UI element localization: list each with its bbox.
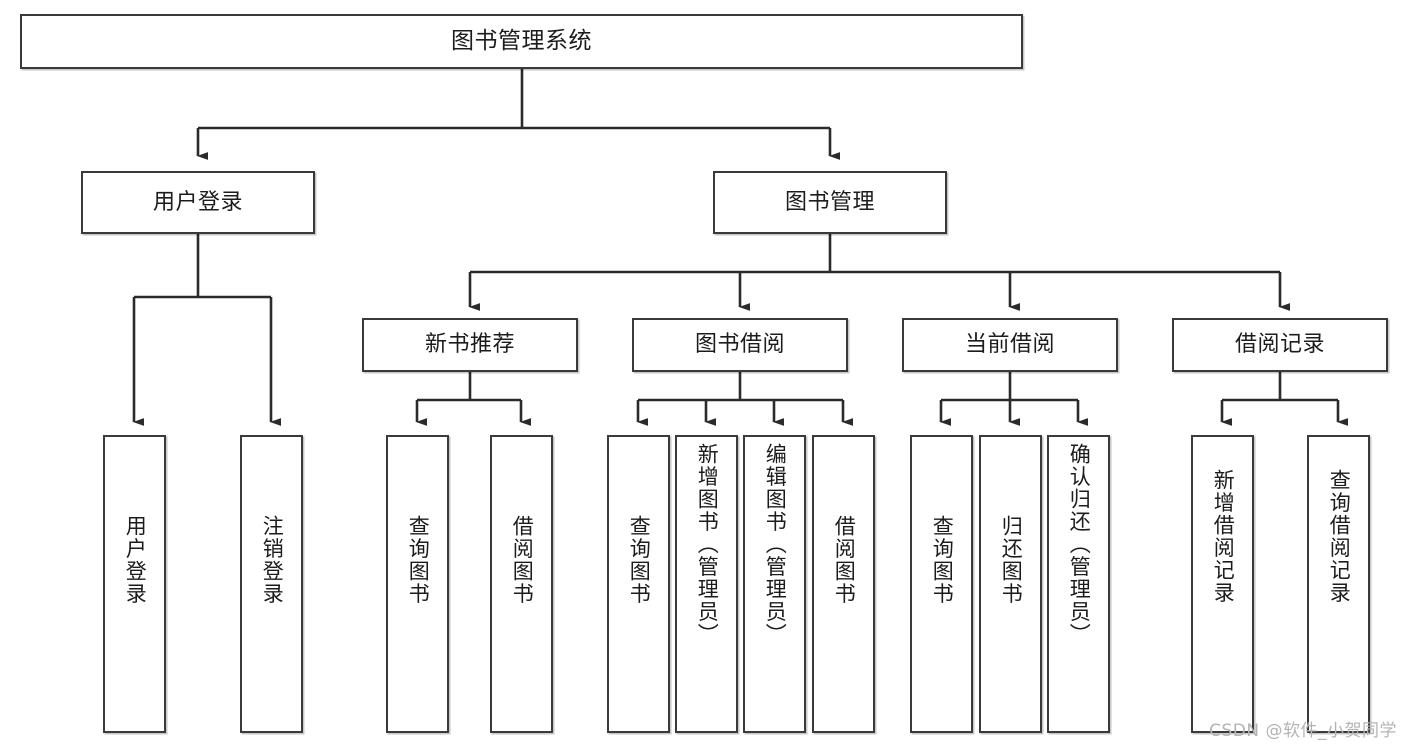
node-label: 借阅图书: [510, 515, 535, 605]
node-leaf-edit-book[interactable]: 编辑图书（管理员）: [743, 435, 806, 733]
node-label: 新增借阅记录: [1211, 469, 1236, 604]
node-label: 查询图书: [930, 515, 955, 605]
node-book-management[interactable]: 图书管理: [713, 171, 947, 234]
node-label: 确认归还（管理员）: [1067, 443, 1092, 646]
node-label: 查询图书: [406, 515, 431, 605]
node-leaf-user-login[interactable]: 用户登录: [103, 435, 166, 733]
node-leaf-user-logout[interactable]: 注销登录: [240, 435, 303, 733]
node-label: 新书推荐: [424, 332, 515, 358]
node-user-login[interactable]: 用户登录: [81, 171, 315, 234]
node-new-book-recommend[interactable]: 新书推荐: [362, 318, 578, 372]
node-leaf-return-book[interactable]: 归还图书: [979, 435, 1042, 733]
node-label: 用户登录: [123, 515, 148, 605]
node-leaf-query-borrow-record[interactable]: 查询借阅记录: [1307, 435, 1370, 733]
node-label: 借阅图书: [832, 515, 857, 605]
node-book-borrow[interactable]: 图书借阅: [632, 318, 848, 372]
node-leaf-add-borrow-record[interactable]: 新增借阅记录: [1191, 435, 1254, 733]
node-label: 当前借阅: [964, 332, 1055, 358]
node-label: 用户登录: [152, 189, 243, 215]
node-borrow-record[interactable]: 借阅记录: [1172, 318, 1388, 372]
node-leaf-query-book-recommend[interactable]: 查询图书: [386, 435, 449, 733]
node-leaf-add-book[interactable]: 新增图书（管理员）: [675, 435, 738, 733]
node-label: 新增图书（管理员）: [695, 443, 720, 646]
node-leaf-query-book-borrow[interactable]: 查询图书: [607, 435, 670, 733]
node-label: 归还图书: [999, 515, 1024, 605]
node-leaf-borrow-book-recommend[interactable]: 借阅图书: [490, 435, 553, 733]
node-leaf-borrow-book-borrow[interactable]: 借阅图书: [812, 435, 875, 733]
node-leaf-confirm-return[interactable]: 确认归还（管理员）: [1047, 435, 1110, 733]
node-root-book-management-system[interactable]: 图书管理系统: [20, 14, 1023, 69]
node-label: 图书管理: [784, 189, 875, 215]
node-label: 编辑图书（管理员）: [763, 443, 788, 646]
node-leaf-query-book-current[interactable]: 查询图书: [910, 435, 973, 733]
node-label: 注销登录: [260, 515, 285, 605]
node-label: 图书借阅: [694, 332, 785, 358]
node-label: 查询借阅记录: [1327, 469, 1352, 604]
node-label: 查询图书: [627, 515, 652, 605]
node-label: 借阅记录: [1234, 332, 1325, 358]
node-current-borrow[interactable]: 当前借阅: [902, 318, 1118, 372]
node-label: 图书管理系统: [451, 28, 592, 55]
